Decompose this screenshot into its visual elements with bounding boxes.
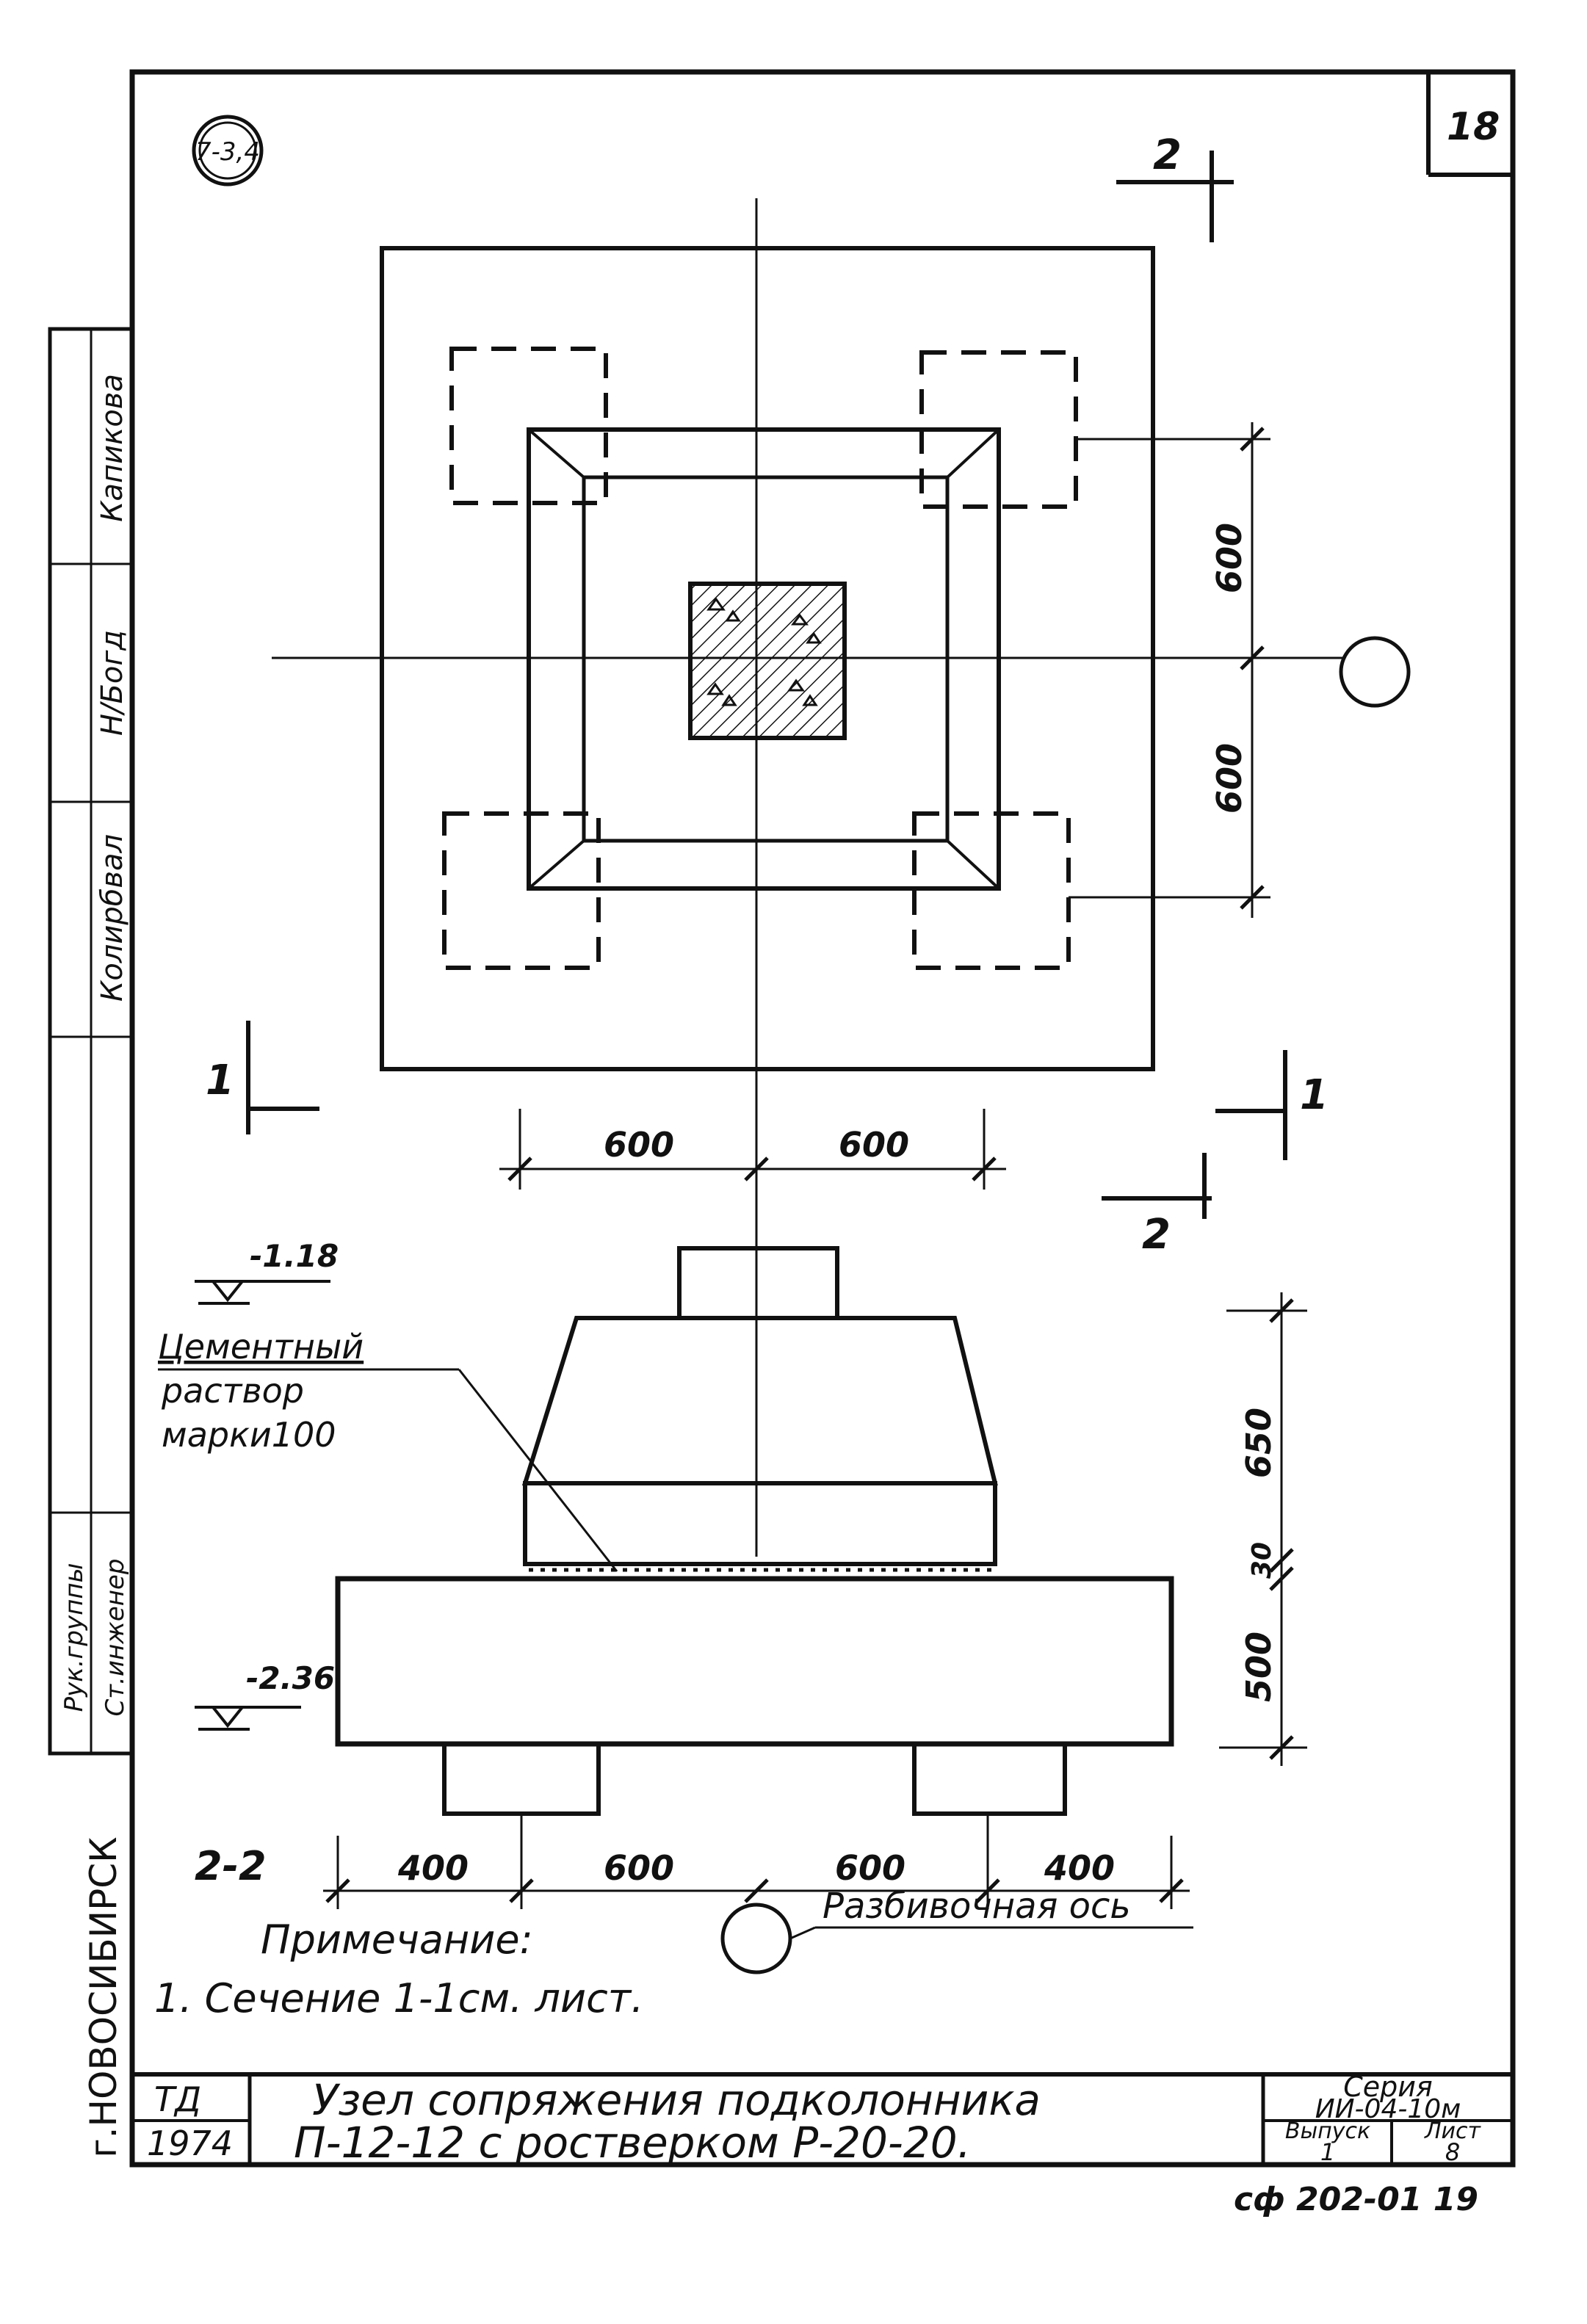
plan-bevel-tr xyxy=(946,428,1000,479)
sheet-label: Лист xyxy=(1424,2118,1482,2144)
series-value: ИИ-04-10м xyxy=(1315,2094,1461,2124)
plan-dim-bottom-tick-2 xyxy=(744,1156,769,1181)
side-role-1: Рук.группы xyxy=(59,1563,89,1712)
plan-raft-outline xyxy=(380,246,1155,1071)
series-label: Серия xyxy=(1343,2071,1433,2103)
plan-dim-bottom-right: 600 xyxy=(839,1125,909,1165)
section-pile-right xyxy=(912,1744,1067,1816)
mortar-label-line-3: марки100 xyxy=(162,1415,336,1455)
plan-bevel-tl xyxy=(527,428,585,479)
section-dim-bottom-tick-4 xyxy=(975,1878,1000,1903)
issue-label: Выпуск xyxy=(1285,2118,1370,2144)
side-city: г.НОВОСИБИРСК xyxy=(82,1836,125,2157)
section-dim-bottom-tick-5 xyxy=(1159,1878,1184,1903)
section-raft xyxy=(335,1576,1174,1747)
note-line-1: 1. Сечение 1-1см. лист. xyxy=(154,1975,643,2021)
side-stamp xyxy=(48,327,134,1756)
pile-bottom-left xyxy=(442,811,601,970)
section-dim-650: 650 xyxy=(1239,1408,1279,1478)
level-bottom-triangle xyxy=(212,1706,244,1728)
section-subcolumn-cap xyxy=(521,1316,998,1485)
plan-dim-bottom-tick-1 xyxy=(507,1156,532,1181)
node-mark-circle xyxy=(192,115,264,187)
section-dim-bottom-tick-2 xyxy=(509,1878,534,1903)
section-dim-bottom-tick-3 xyxy=(744,1878,769,1903)
section-dim-bottom-4: 400 xyxy=(1044,1848,1115,1888)
section-dim-30: 30 xyxy=(1247,1542,1277,1579)
plan-bevel-br xyxy=(946,839,1000,890)
node-mark: 7-3,4 xyxy=(195,137,260,167)
plan-dim-bottom-left: 600 xyxy=(604,1125,674,1165)
section-column-stub xyxy=(677,1246,839,1318)
level-marks xyxy=(195,1280,330,1731)
plan-dim-right-bottom: 600 xyxy=(1210,743,1249,814)
level-top: -1.18 xyxy=(250,1238,339,1274)
section-dim-500: 500 xyxy=(1239,1632,1279,1702)
concrete-aggregate-marks xyxy=(706,597,822,706)
axis-bubble-right xyxy=(1339,636,1411,708)
section-dim-bottom-tick-1 xyxy=(325,1878,350,1903)
note-heading: Примечание: xyxy=(261,1916,533,1963)
section-dim-right-tick-1 xyxy=(1269,1298,1294,1323)
side-name-2: Н/Богд xyxy=(95,630,129,736)
title-year: 1974 xyxy=(147,2124,233,2163)
sheet-number: 18 xyxy=(1447,105,1500,149)
section-dim-right-tick-3 xyxy=(1269,1566,1294,1591)
section-dim-right-tick-2 xyxy=(1269,1548,1294,1573)
section-subcolumn-base xyxy=(523,1481,997,1566)
section-2-bottom-label: 2 xyxy=(1142,1211,1171,1259)
mortar-leader-diag xyxy=(458,1369,618,1572)
side-name-3: Колирбвал xyxy=(95,834,129,1002)
plan-dim-right-top: 600 xyxy=(1210,523,1249,593)
plan-dim-right-tick-3 xyxy=(1240,885,1265,910)
section-dim-bottom-2: 600 xyxy=(604,1848,674,1888)
drawing-title-line-1: Узел сопряжения подколонника xyxy=(312,2075,1041,2125)
mortar-label-line-1: Цементный xyxy=(158,1327,364,1366)
node-mark-circle-inner xyxy=(198,121,257,180)
section-dim-bottom xyxy=(323,1814,1190,1909)
axis-bubble-bottom xyxy=(720,1903,792,1974)
issue-value: 1 xyxy=(1320,2138,1335,2166)
plan-dim-right-tick-1 xyxy=(1240,427,1265,452)
plan-dim-bottom xyxy=(499,1109,1006,1190)
section-dim-right xyxy=(1219,1292,1307,1766)
axis-label: Разбивочная ось xyxy=(823,1886,1131,1927)
plan-column-socket xyxy=(688,582,847,740)
section-markers xyxy=(246,151,1287,1219)
plan-dim-bottom-tick-3 xyxy=(972,1156,997,1181)
plan-subcolumn-inner xyxy=(582,475,950,843)
section-dim-bottom-1: 400 xyxy=(397,1848,469,1888)
level-bottom: -2.36 xyxy=(246,1660,335,1696)
axis-label-leader xyxy=(789,1926,816,1940)
drawing-title-line-2: П-12-12 с ростверком Р-20-20. xyxy=(294,2118,971,2168)
plan-view: 600 600 600 600 1 1 2 2 xyxy=(206,131,1411,1557)
section-2-top-label: 2 xyxy=(1153,131,1182,179)
section-view: -1.18 -2.36 Цементный раствор марки100 6… xyxy=(158,1238,1307,1974)
level-top-triangle xyxy=(212,1280,244,1303)
title-org: ТД xyxy=(154,2079,201,2119)
plan-bevel-bl xyxy=(527,839,585,890)
sheet-value: 8 xyxy=(1445,2138,1460,2166)
section-1-right-label: 1 xyxy=(1300,1071,1328,1119)
section-pile-left xyxy=(442,1744,601,1816)
side-role-2: Ст.инженер xyxy=(101,1559,130,1717)
side-name-1: Капикова xyxy=(95,374,129,522)
plan-subcolumn-outer xyxy=(527,427,1001,891)
section-dim-bottom-3: 600 xyxy=(835,1848,905,1888)
footer-code: сф 202-01 19 xyxy=(1234,2181,1478,2218)
plan-dim-right xyxy=(1069,422,1270,918)
section-1-left-label: 1 xyxy=(206,1057,234,1104)
section-title: 2-2 xyxy=(195,1843,267,1889)
pile-top-left xyxy=(449,347,608,505)
section-dim-right-tick-4 xyxy=(1269,1735,1294,1760)
plan-dim-right-tick-2 xyxy=(1240,645,1265,670)
title-block xyxy=(132,2072,1513,2165)
mortar-label-line-2: раствор xyxy=(161,1371,304,1411)
